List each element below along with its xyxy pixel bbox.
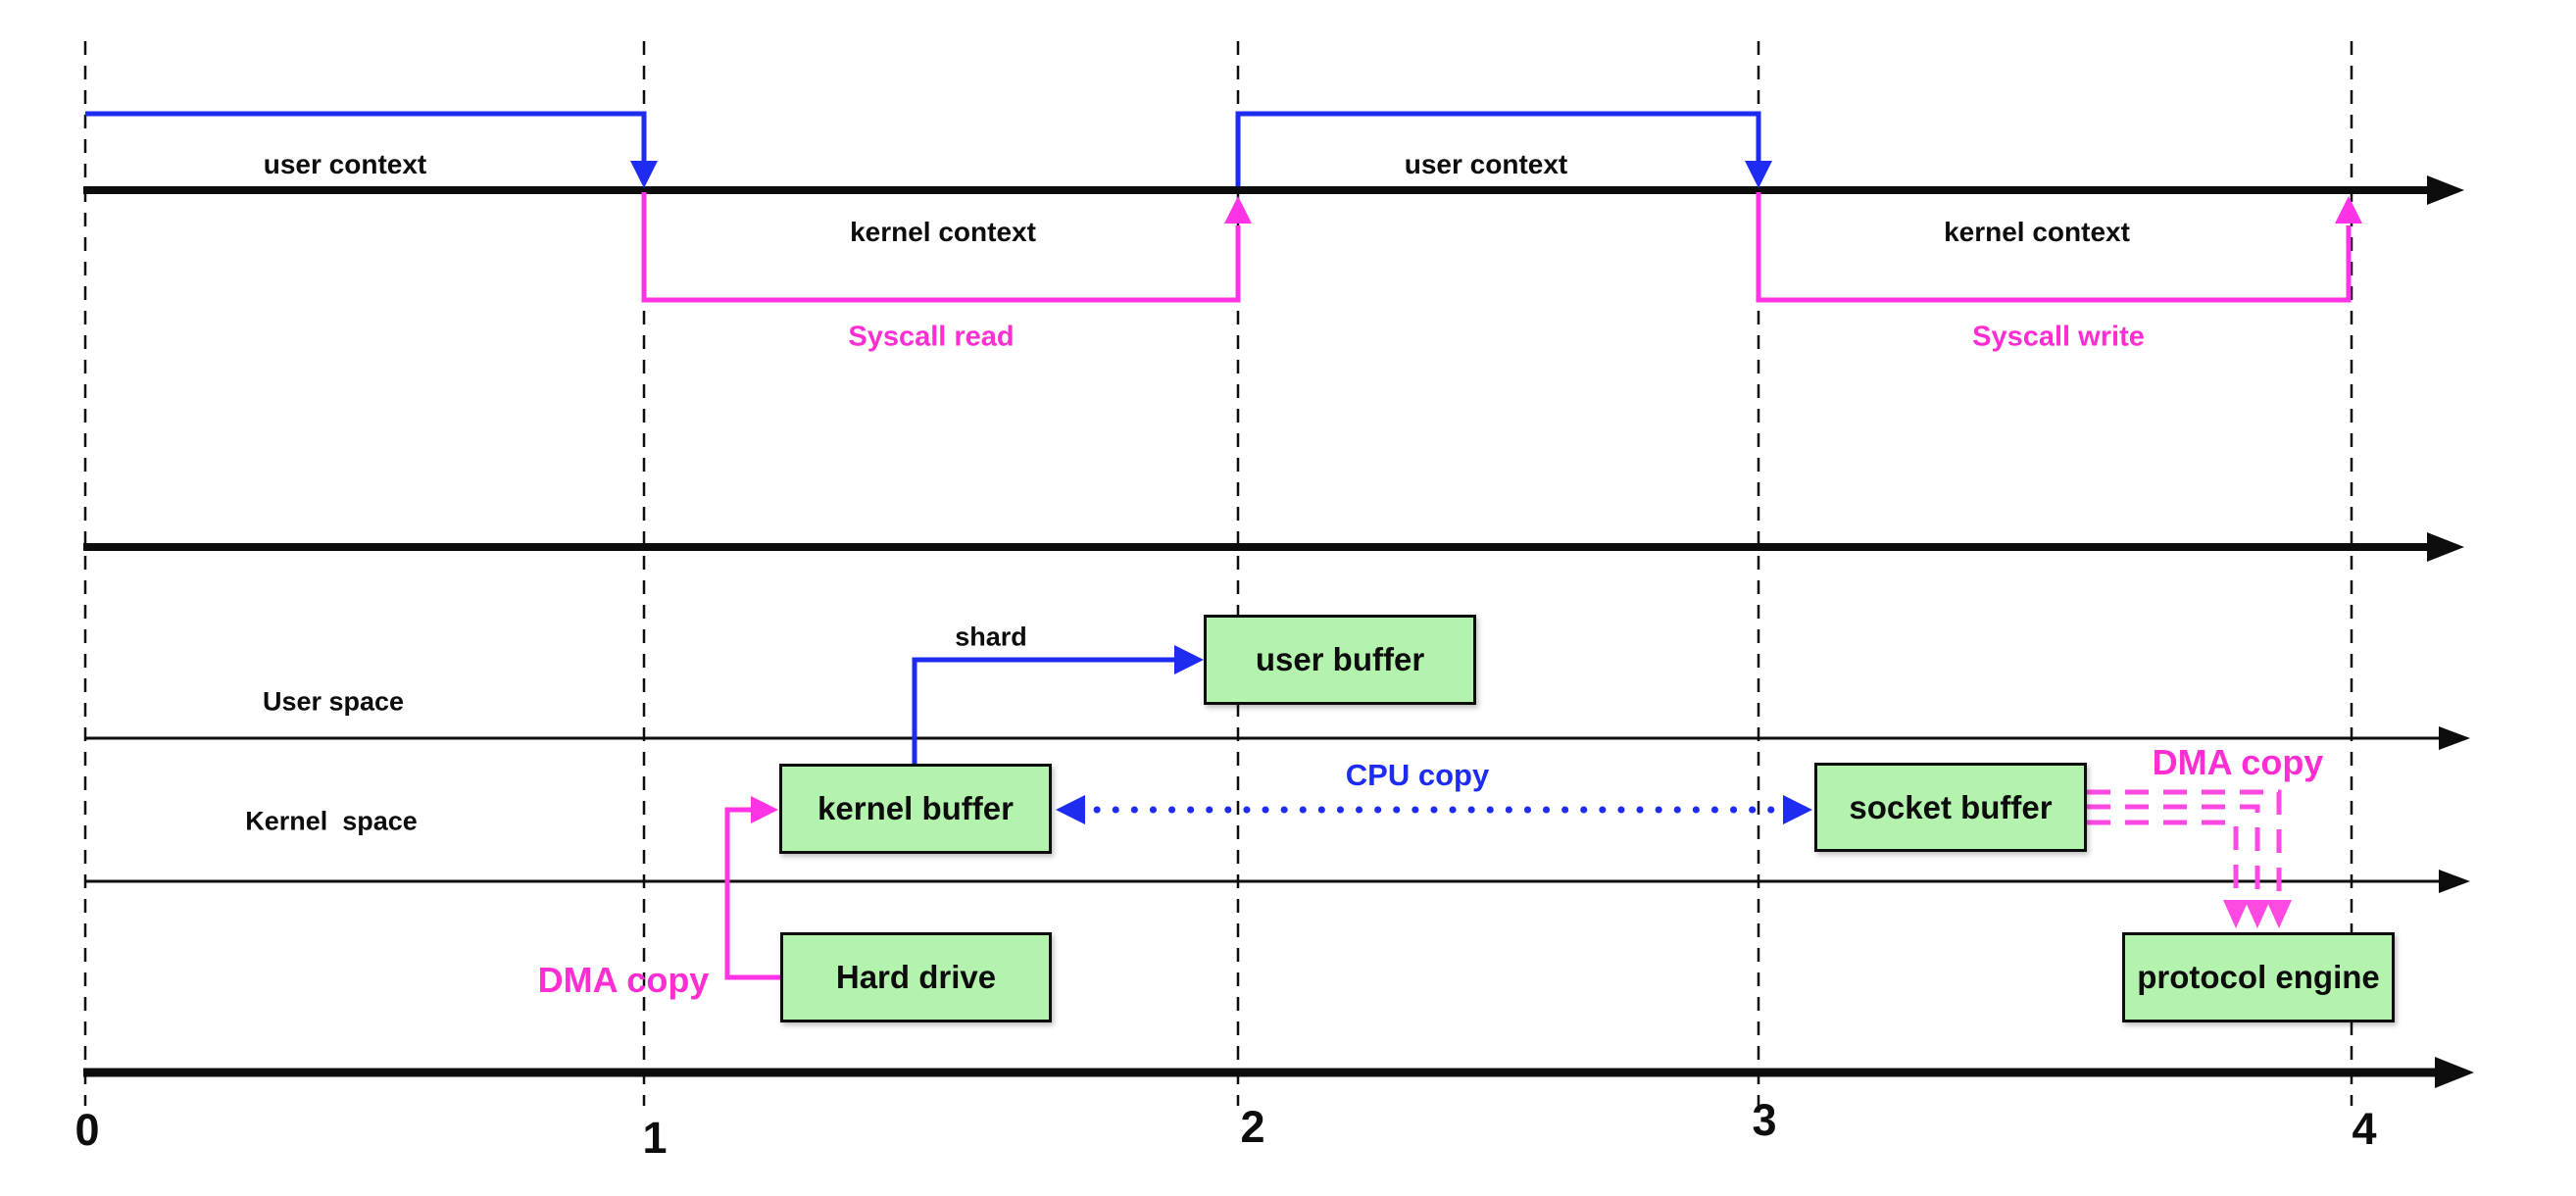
shard-label: shard [955, 622, 1027, 652]
user-buffer-box: user buffer [1204, 615, 1476, 705]
kernel-space-label: Kernel space [245, 806, 418, 836]
hard-drive-box: Hard drive [780, 932, 1052, 1022]
syscall-read-step [641, 192, 1241, 303]
dma-copy-left-line [724, 807, 780, 980]
dma-copy-right-arrowhead-3 [2223, 900, 2249, 928]
cpu-copy-right-arrowhead [1783, 795, 1812, 824]
dma-copy-right-line-2 [2087, 804, 2260, 901]
user-context-step-1 [85, 111, 647, 163]
syscall-read-return-arrowhead [1224, 196, 1252, 224]
axis-tick-1: 1 [642, 1113, 668, 1163]
kernel-buffer-label: kernel buffer [817, 790, 1014, 826]
protocol-engine-label: protocol engine [2137, 959, 2380, 995]
user-kernel-divider-arrowhead [2439, 726, 2470, 750]
shard-arrow-line [912, 657, 1174, 765]
kernel-hardware-divider-arrowhead [2439, 870, 2470, 893]
context-timeline-arrowhead [2427, 175, 2464, 205]
kernel-context-label-1: kernel context [850, 217, 1036, 247]
cpu-copy-label: CPU copy [1345, 758, 1490, 792]
syscall-write-step [1756, 192, 2352, 303]
dma-copy-right-line-3 [2087, 820, 2239, 901]
dma-copy-right-line-1 [2087, 789, 2282, 901]
bottom-time-axis-arrowhead [2435, 1057, 2474, 1088]
axis-tick-4: 4 [2352, 1104, 2377, 1154]
dma-copy-right-arrowhead-1 [2266, 900, 2292, 928]
cpu-copy-left-arrowhead [1056, 795, 1085, 824]
protocol-engine-box: protocol engine [2122, 932, 2395, 1022]
axis-tick-2: 2 [1240, 1102, 1265, 1152]
middle-timeline-arrowhead [2427, 532, 2464, 562]
kernel-context-label-2: kernel context [1944, 217, 2130, 247]
user-context-drop-arrowhead-1 [630, 161, 658, 188]
user-context-label-1: user context [263, 149, 427, 179]
user-context-label-2: user context [1404, 149, 1568, 179]
syscall-write-label: Syscall write [1972, 321, 2145, 353]
shard-arrowhead [1174, 645, 1204, 674]
axis-tick-0: 0 [74, 1105, 100, 1155]
user-context-drop-arrowhead-2 [1745, 161, 1772, 188]
user-buffer-label: user buffer [1255, 641, 1425, 677]
dma-copy-left-label: DMA copy [537, 960, 710, 1000]
syscall-write-return-arrowhead [2335, 196, 2362, 224]
socket-buffer-label: socket buffer [1849, 788, 2053, 825]
syscall-read-label: Syscall read [848, 321, 1015, 353]
kernel-buffer-box: kernel buffer [779, 764, 1052, 854]
socket-buffer-box: socket buffer [1814, 763, 2087, 852]
hard-drive-label: Hard drive [835, 959, 997, 995]
dma-copy-right-label: DMA copy [2152, 742, 2324, 782]
user-context-step-2 [1235, 111, 1761, 186]
axis-tick-3: 3 [1752, 1095, 1777, 1145]
user-space-label: User space [262, 686, 405, 717]
dma-copy-right-arrowhead-2 [2245, 900, 2270, 928]
dma-copy-left-arrowhead [751, 796, 778, 823]
